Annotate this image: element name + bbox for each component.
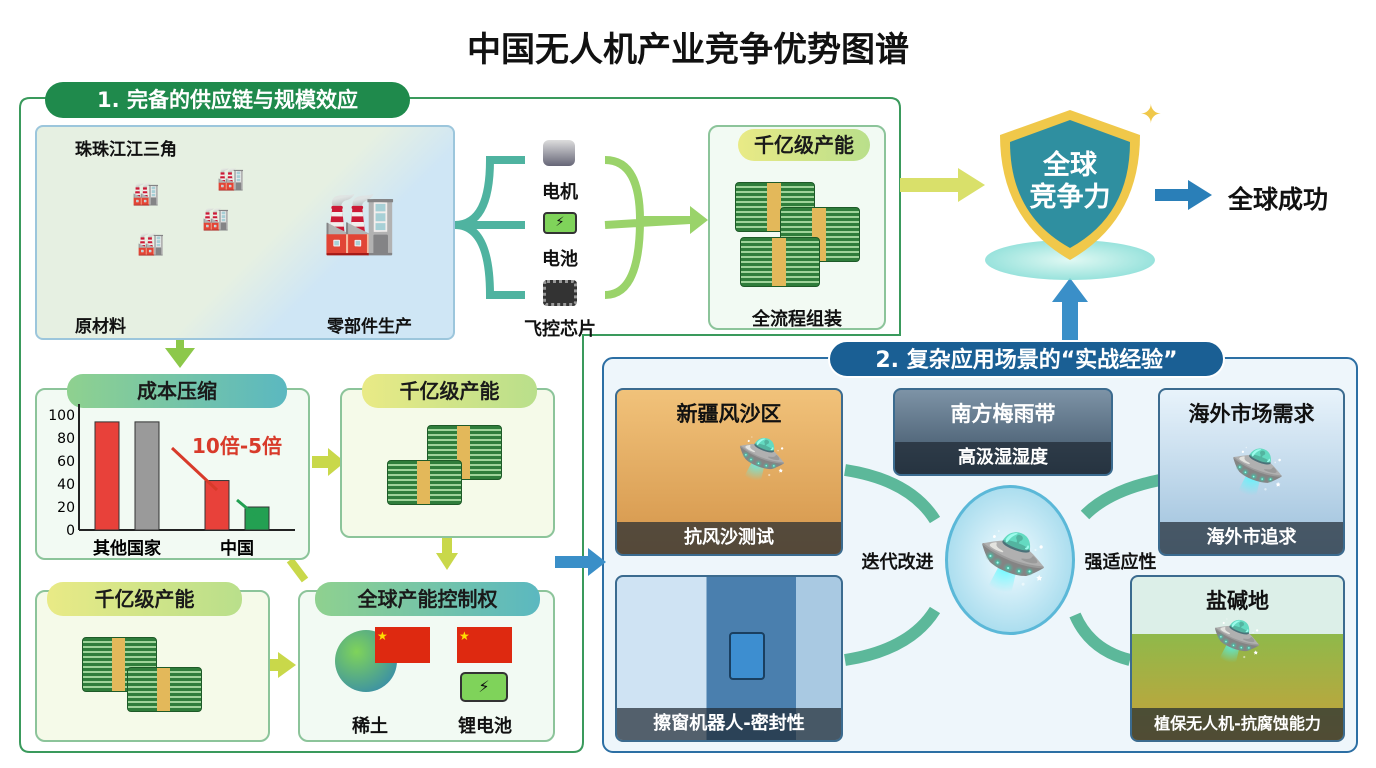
scenario-card-saline-land: 盐碱地 🛸 植保无人机-抗腐蚀能力	[1130, 575, 1345, 742]
component-chip-label: 飞控芯片	[524, 319, 596, 340]
global-control-card: 全球产能控制权 ★ ★ ⚡ 稀土 锂电池	[298, 582, 555, 742]
card-caption: 擦窗机器人-密封性	[617, 708, 841, 740]
sparkle-icon: ✦	[1140, 100, 1162, 130]
factory-icon: 🏭	[132, 182, 160, 207]
page-title: 中国无人机产业竞争优势图谱	[467, 30, 909, 70]
card-title: 南方梅雨带	[950, 402, 1056, 426]
red-trend-arrow	[170, 446, 219, 492]
capacity-mid-header: 千亿级产能	[362, 374, 537, 408]
lithium-battery-label: 锂电池	[458, 716, 512, 737]
drone-icon: 🛸	[978, 529, 1048, 594]
factory-icon: 🏭	[202, 207, 230, 232]
capacity-low-header: 千亿级产能	[47, 582, 242, 616]
section1-label: 1. 完备的供应链与规模效应	[45, 82, 410, 118]
cost-compression-card: 成本压缩 0 20 40 60 80 100 其他国家 中国 10倍-5倍	[35, 374, 310, 560]
map-label: 珠珠江江三角	[75, 140, 177, 160]
y-tick-label: 80	[57, 431, 75, 447]
card-caption: 海外市追求	[1160, 522, 1343, 554]
window-robot-icon	[729, 632, 765, 680]
motor-icon	[543, 140, 575, 166]
bar	[94, 421, 120, 531]
card-title: 新疆风沙区	[676, 402, 782, 426]
battery-icon: ⚡	[543, 212, 577, 234]
y-tick-label: 60	[57, 454, 75, 470]
factory-building-icon: 🏭	[322, 188, 397, 258]
china-flag-icon: ★	[457, 627, 512, 663]
green-trend-arrow	[236, 498, 256, 517]
capacity-top-header: 千亿级产能	[738, 129, 870, 161]
drone-icon: 🛸	[1230, 446, 1285, 497]
china-flag-icon: ★	[375, 627, 430, 663]
drone-icon: 🛸	[1212, 618, 1262, 664]
y-tick-label: 40	[57, 477, 75, 493]
card-title: 盐碱地	[1206, 589, 1269, 613]
money-icon	[740, 237, 820, 287]
y-tick-label: 0	[66, 523, 75, 539]
adaptability-label: 强适应性	[1084, 552, 1157, 573]
rare-earth-label: 稀土	[352, 716, 388, 737]
money-icon	[82, 637, 157, 692]
capacity-low-card: 千亿级产能	[35, 582, 270, 742]
chip-icon	[543, 280, 577, 306]
bar	[134, 421, 160, 531]
shield-line1: 全球	[1043, 150, 1097, 181]
y-tick-label: 100	[48, 408, 75, 424]
component-motor-label: 电机	[542, 182, 578, 203]
drone-icon: 🛸	[737, 436, 787, 482]
scenario-card-xinjiang: 新疆风沙区 🛸 抗风沙测试	[615, 388, 843, 556]
shield-line2: 竞争力	[1029, 182, 1111, 213]
x-tick-label: 中国	[220, 538, 254, 559]
center-drone-hub: 🛸	[945, 485, 1075, 635]
money-icon	[387, 460, 462, 505]
parts-production-label: 零部件生产	[327, 317, 412, 337]
iterative-improvement-label: 迭代改进	[861, 552, 934, 573]
control-header: 全球产能控制权	[315, 582, 540, 616]
money-icon	[127, 667, 202, 712]
capacity-mid-card: 千亿级产能	[340, 374, 555, 538]
shield-text: 全球竞争力	[990, 150, 1150, 214]
capacity-top-footer: 全流程组装	[752, 309, 842, 330]
factory-icon: 🏭	[137, 232, 165, 257]
scenario-card-plum-rain: 南方梅雨带 高汲湿湿度	[893, 388, 1113, 476]
y-tick-label: 20	[57, 500, 75, 516]
factory-icon: 🏭	[217, 167, 245, 192]
battery-icon: ⚡	[460, 672, 508, 702]
scenario-card-window-robot: 擦窗机器人-密封性	[615, 575, 843, 742]
raw-materials-label: 原材料	[75, 317, 126, 337]
card-caption: 抗风沙测试	[617, 522, 841, 554]
money-icon	[427, 425, 502, 480]
pearl-river-delta-map: 珠珠江江三角 🏭 🏭 🏭 🏭 🏭 原材料 零部件生产	[35, 125, 455, 340]
capacity-top-card: 千亿级产能 全流程组装	[708, 125, 886, 330]
x-tick-label: 其他国家	[93, 538, 161, 559]
shield-icon	[1000, 110, 1140, 260]
money-icon	[780, 207, 860, 262]
scenario-card-overseas: 海外市场需求 🛸 海外市追求	[1158, 388, 1345, 556]
card-caption: 高汲湿湿度	[895, 442, 1111, 474]
component-battery-label: 电池	[542, 249, 578, 270]
global-success-label: 全球成功	[1228, 185, 1329, 214]
chart-annotation: 10倍-5倍	[192, 434, 283, 458]
cost-header: 成本压缩	[67, 374, 287, 408]
section2-label: 2. 复杂应用场景的“实战经验”	[828, 340, 1225, 378]
card-title: 海外市场需求	[1188, 402, 1315, 426]
card-caption: 植保无人机-抗腐蚀能力	[1132, 708, 1343, 740]
cost-chart: 0 20 40 60 80 100 其他国家 中国	[48, 404, 295, 559]
